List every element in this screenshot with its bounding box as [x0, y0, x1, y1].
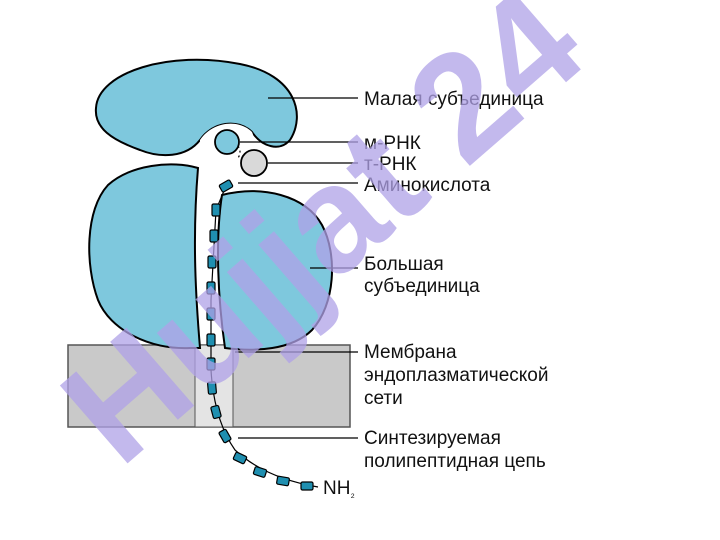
label-membrane-line3: сети [364, 388, 403, 409]
chain-segment [206, 281, 216, 295]
label-trna: т-РНК [364, 154, 417, 175]
chain-segment [207, 255, 217, 269]
label-nh2: NH₂ [323, 478, 355, 500]
chain-segment [210, 404, 222, 420]
label-mrna: м-РНК [364, 133, 421, 154]
chain-segment [211, 203, 221, 217]
mrna-circle [214, 129, 240, 155]
large-subunit-right-half [217, 190, 333, 351]
large-subunit [88, 163, 333, 351]
chain-segment [232, 451, 248, 465]
label-membrane-line1: Мембрана [364, 342, 457, 363]
nh-text: NH [323, 478, 350, 499]
chain-segment [276, 475, 290, 487]
polypeptide-chain [206, 179, 319, 491]
label-small-subunit: Малая субъединица [364, 89, 544, 110]
large-subunit-left-half [88, 163, 202, 350]
chain-segment [218, 179, 234, 193]
chain-segment [218, 428, 232, 444]
label-large-subunit-line2: субъединица [364, 276, 480, 297]
chain-segment [300, 481, 314, 491]
chain-segment [206, 333, 216, 347]
chain-segment [206, 357, 216, 371]
mrna-dots [237, 145, 241, 159]
chain-segment [206, 307, 216, 321]
label-large-subunit-line1: Большая [364, 254, 444, 275]
chain-segment [252, 466, 268, 478]
trna-circle [240, 149, 268, 177]
chain-segment [209, 229, 219, 243]
label-chain-line2: полипептидная цепь [364, 451, 546, 472]
leader-lines [235, 97, 358, 439]
nh-subscript: ₂ [350, 488, 354, 500]
label-chain-line1: Синтезируемая [364, 428, 501, 449]
label-amino-acid: Аминокислота [364, 175, 491, 196]
label-membrane-line2: эндоплазматической [364, 365, 548, 386]
chain-segment [207, 381, 217, 395]
small-subunit [94, 58, 298, 157]
